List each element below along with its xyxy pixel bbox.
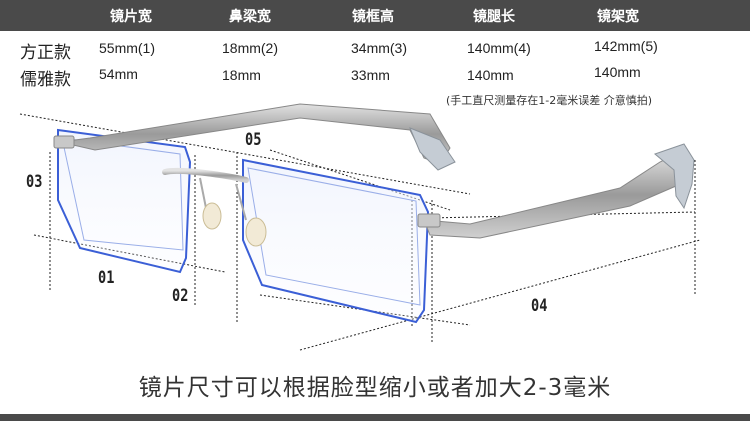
glasses-diagram [19,103,701,351]
cell-temple-length: 140mm(4) [467,40,531,56]
right-temple-tip [654,143,695,210]
left-nose-pad [202,202,222,230]
cell-bridge-width: 18mm [222,67,261,83]
measurement-note: (手工直尺测量存在1-2毫米误差 介意慎拍) [446,94,653,107]
dimension-label-04: 04 [531,296,548,316]
right-hinge [417,213,441,228]
bottom-rule [0,414,750,421]
dimension-label-03: 03 [26,172,43,192]
spec-header-bar [0,0,750,31]
cell-frame-height: 34mm(3) [351,40,408,56]
size-adjust-caption: 镜片尺寸可以根据脸型缩小或者加大2-3毫米 [138,375,612,401]
cell-temple-length: 140mm [467,67,514,83]
right-nose-pad [245,217,267,247]
dimension-label-01: 01 [98,268,115,288]
dimension-label-05: 05 [245,130,262,150]
right-lens [242,158,430,324]
cell-frame-width: 140mm [594,64,641,80]
row-label-fangzheng: 方正款 [20,43,71,63]
left-hinge [53,135,75,149]
row-label-ruya: 儒雅款 [20,70,71,90]
left-temple-tip [409,127,456,171]
cell-frame-height: 33mm [351,67,390,83]
nose-bridge [162,167,249,183]
header-temple-length: 镜腿长 [473,9,515,25]
header-frame-width: 镜架宽 [597,9,639,25]
header-frame-height: 镜框高 [352,9,394,25]
dimension-label-02: 02 [172,286,189,306]
right-temple [423,151,691,239]
cell-frame-width: 142mm(5) [594,38,658,54]
cell-bridge-width: 18mm(2) [222,40,279,56]
cell-lens-width: 55mm(1) [99,40,156,56]
cell-lens-width: 54mm [99,66,138,82]
header-lens-width: 镜片宽 [110,9,152,25]
left-lens [57,128,192,274]
header-bridge-width: 鼻梁宽 [229,9,271,25]
